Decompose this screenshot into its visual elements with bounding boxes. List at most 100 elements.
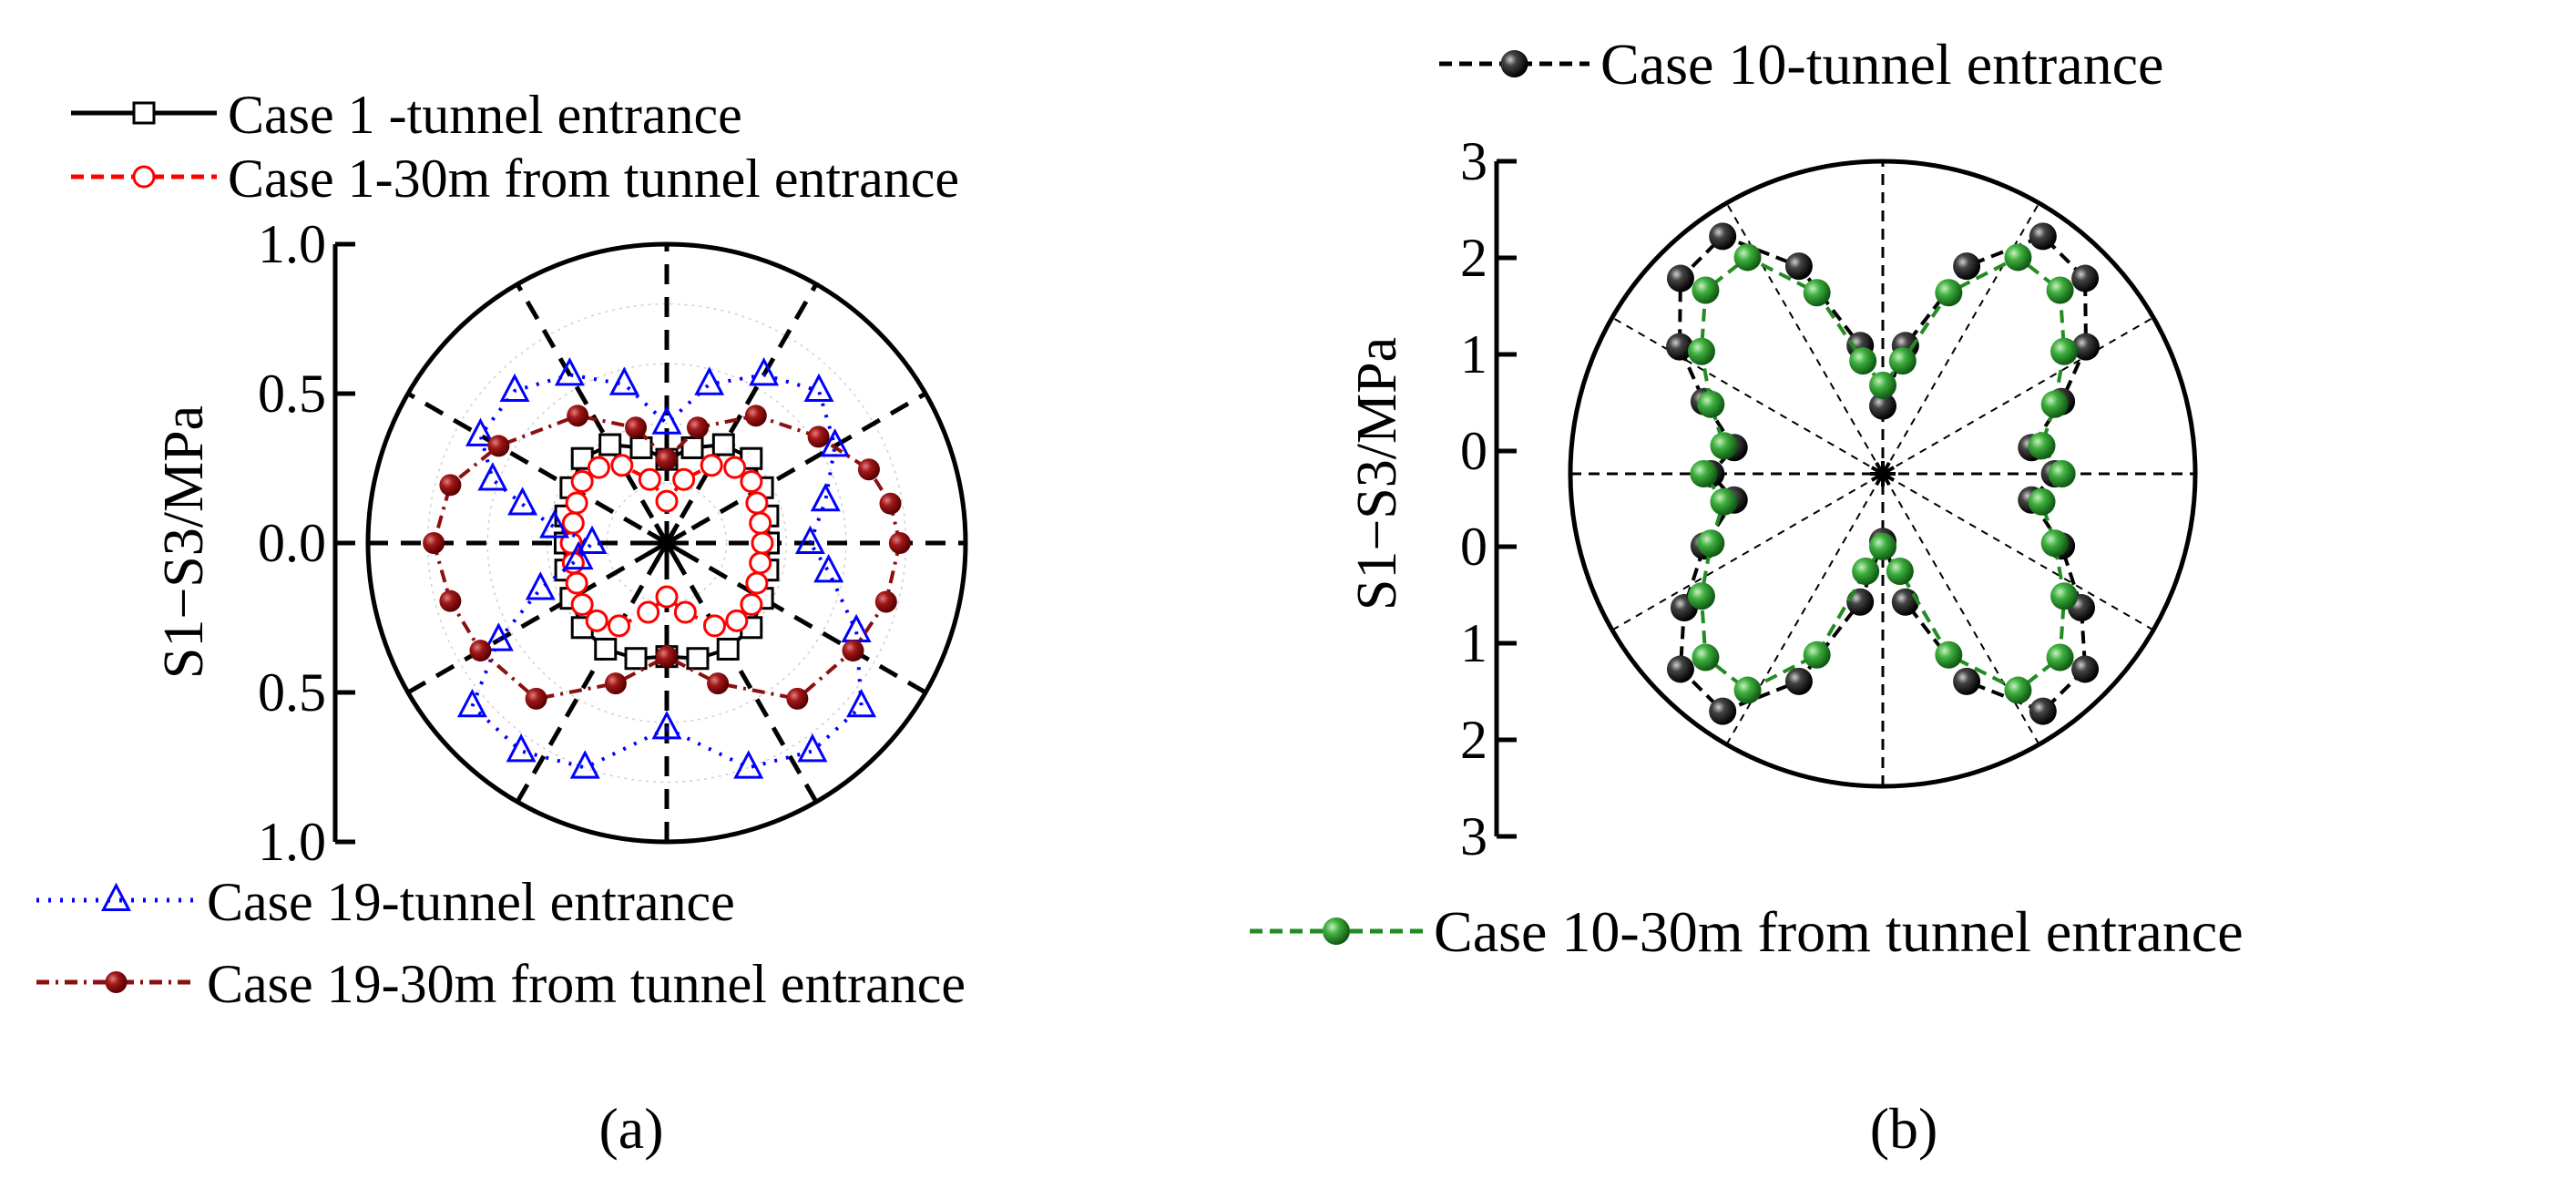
- data-point: [539, 509, 570, 538]
- caption-a: (a): [598, 1096, 663, 1161]
- data-point: [651, 711, 682, 740]
- data-point: [744, 405, 767, 427]
- radial-axis-tick-label: 0: [1460, 421, 1487, 481]
- data-point: [569, 750, 600, 779]
- panel-a-center-star: [645, 521, 689, 565]
- data-point: [2029, 222, 2057, 251]
- data-point: [587, 456, 610, 479]
- data-point: [465, 417, 496, 446]
- data-point: [598, 433, 622, 456]
- caption-b: (b): [1870, 1096, 1938, 1161]
- data-point: [1690, 460, 1718, 487]
- data-point: [608, 614, 631, 638]
- data-point: [745, 571, 769, 595]
- data-point: [841, 613, 872, 643]
- radial-axis-tick-label: 0: [1460, 517, 1487, 577]
- data-point: [423, 532, 445, 554]
- series-2: [559, 454, 774, 638]
- data-point: [820, 428, 851, 457]
- data-point: [638, 467, 661, 491]
- data-point: [456, 688, 487, 718]
- data-point: [1803, 641, 1831, 669]
- data-point: [2028, 487, 2056, 516]
- data-point: [1953, 667, 1981, 695]
- legend-entry: Case 19-tunnel entrance: [36, 872, 735, 932]
- legend-entry: Case 1 -tunnel entrance: [71, 85, 742, 145]
- data-point: [1869, 533, 1896, 561]
- data-point: [525, 687, 547, 710]
- data-point: [686, 416, 709, 439]
- data-point: [680, 436, 704, 459]
- data-point: [716, 637, 740, 661]
- data-point: [740, 470, 763, 494]
- data-point: [2004, 676, 2032, 704]
- legend-label: Case 1 -tunnel entrance: [228, 85, 742, 145]
- series-line: [470, 373, 864, 770]
- data-point: [656, 448, 678, 471]
- data-point: [565, 491, 588, 515]
- data-point: [561, 511, 585, 535]
- data-point: [1710, 487, 1738, 516]
- data-point: [686, 647, 710, 671]
- legend-entry: Case 1-30m from tunnel entrance: [71, 149, 959, 209]
- data-point: [1687, 582, 1715, 610]
- radial-axis-tick-label: 1: [1460, 324, 1487, 384]
- polar-spoke-gridline: [1725, 202, 2040, 745]
- data-point: [629, 436, 653, 459]
- data-point: [751, 531, 774, 555]
- data-point: [874, 590, 897, 613]
- data-point: [810, 482, 841, 512]
- data-point: [740, 592, 763, 616]
- data-point: [506, 733, 537, 763]
- radial-axis-tick-label: 2: [1460, 710, 1487, 770]
- center-star-ray: [646, 529, 688, 557]
- polar-spoke-gridline: [1611, 316, 2154, 631]
- data-point: [1888, 347, 1917, 375]
- data-point: [656, 645, 678, 668]
- data-point: [749, 511, 772, 535]
- data-point: [651, 405, 682, 435]
- legend-marker: [1323, 917, 1350, 945]
- data-point: [1784, 667, 1813, 695]
- data-point: [2048, 460, 2076, 487]
- data-point: [2050, 337, 2079, 365]
- data-point: [707, 672, 730, 695]
- panel-a: 1.00.50.00.51.0 S1−S3/MPa Case 1 -tunnel…: [36, 85, 968, 1014]
- data-point: [604, 672, 627, 695]
- polar-spoke-gridline: [1611, 316, 2154, 631]
- data-point: [1886, 557, 1914, 585]
- panel-b-y-axis-label: S1−S3/MPa: [1346, 337, 1408, 610]
- data-point: [733, 750, 764, 779]
- data-point: [487, 435, 510, 457]
- radial-axis-tick-label: 1.0: [258, 812, 326, 872]
- data-point: [1709, 222, 1737, 251]
- data-point: [803, 373, 834, 403]
- data-point: [749, 551, 772, 575]
- legend-marker: [132, 165, 156, 189]
- legend-marker: [1500, 50, 1528, 77]
- data-point: [1665, 333, 1693, 361]
- data-point: [694, 366, 725, 395]
- series-line: [1699, 255, 2067, 692]
- data-point: [2040, 529, 2069, 558]
- polar-ring-gridline: [547, 423, 787, 663]
- data-point: [857, 458, 880, 481]
- data-point: [745, 491, 769, 515]
- data-point: [1733, 243, 1762, 272]
- data-point: [700, 454, 723, 477]
- data-point: [608, 366, 639, 395]
- legend-marker: [105, 971, 128, 993]
- panel-a-y-axis-label: S1−S3/MPa: [153, 405, 215, 679]
- data-point: [439, 474, 462, 497]
- data-point: [1852, 557, 1880, 585]
- radial-axis-tick-label: 3: [1460, 131, 1487, 191]
- legend-label: Case 10-tunnel entrance: [1600, 32, 2163, 97]
- data-point: [1666, 655, 1694, 683]
- data-point: [1849, 347, 1877, 375]
- data-point: [1666, 264, 1694, 292]
- legend-label: Case 1-30m from tunnel entrance: [228, 149, 959, 209]
- data-point: [2029, 697, 2057, 725]
- data-point: [525, 571, 556, 600]
- radial-axis-tick-label: 2: [1460, 228, 1487, 288]
